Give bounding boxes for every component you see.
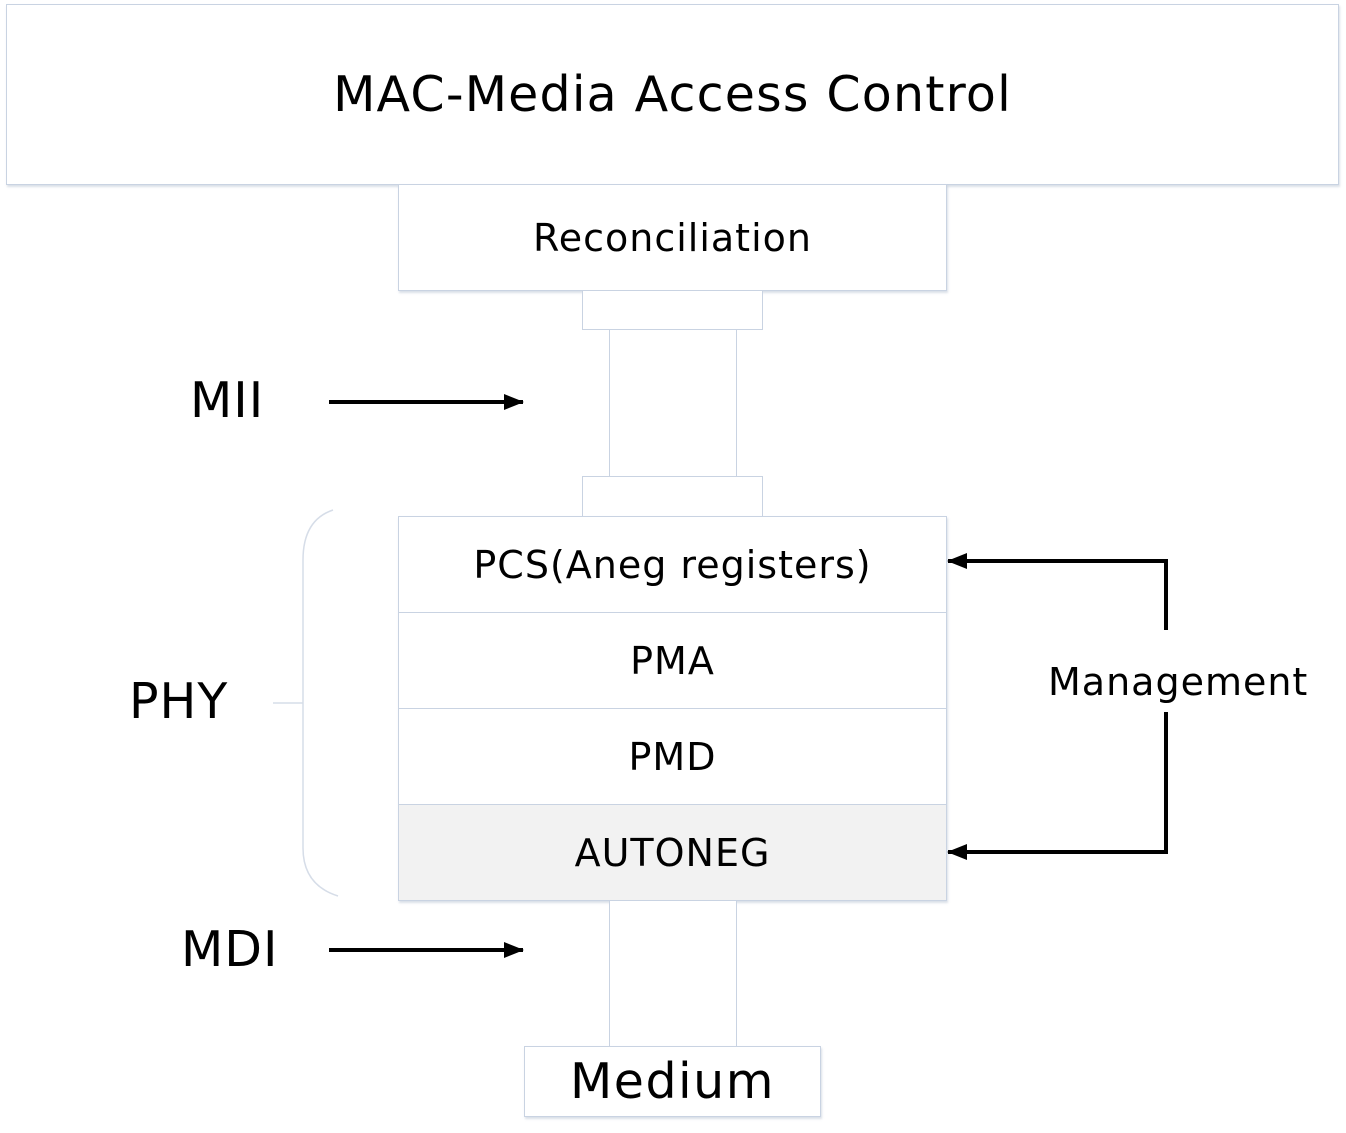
pma-layer: PMA	[399, 613, 946, 709]
management-top-line	[947, 553, 1168, 630]
pmd-layer: PMD	[399, 709, 946, 805]
autoneg-label: AUTONEG	[574, 830, 771, 875]
mac-box: MAC-Media Access Control	[6, 4, 1339, 185]
pma-label: PMA	[630, 638, 715, 683]
phy-label: PHY	[129, 673, 229, 730]
mii-top-connector	[582, 290, 763, 330]
medium-box: Medium	[524, 1046, 821, 1117]
management-label: Management	[1046, 660, 1311, 704]
management-bottom-line	[947, 712, 1168, 860]
mii-bottom-connector	[582, 476, 763, 517]
pcs-layer: PCS(Aneg registers)	[399, 517, 946, 613]
medium-label: Medium	[570, 1053, 775, 1110]
mdi-bus	[609, 900, 737, 1048]
mdi-label: MDI	[181, 921, 279, 978]
mac-label: MAC-Media Access Control	[333, 66, 1012, 123]
pcs-label: PCS(Aneg registers)	[473, 542, 872, 587]
phy-stack: PCS(Aneg registers) PMA PMD AUTONEG	[398, 516, 947, 901]
mii-label: MII	[190, 372, 265, 429]
autoneg-layer: AUTONEG	[399, 805, 946, 900]
pmd-label: PMD	[628, 734, 717, 779]
reconciliation-label: Reconciliation	[533, 215, 812, 260]
phy-brace	[302, 509, 339, 897]
